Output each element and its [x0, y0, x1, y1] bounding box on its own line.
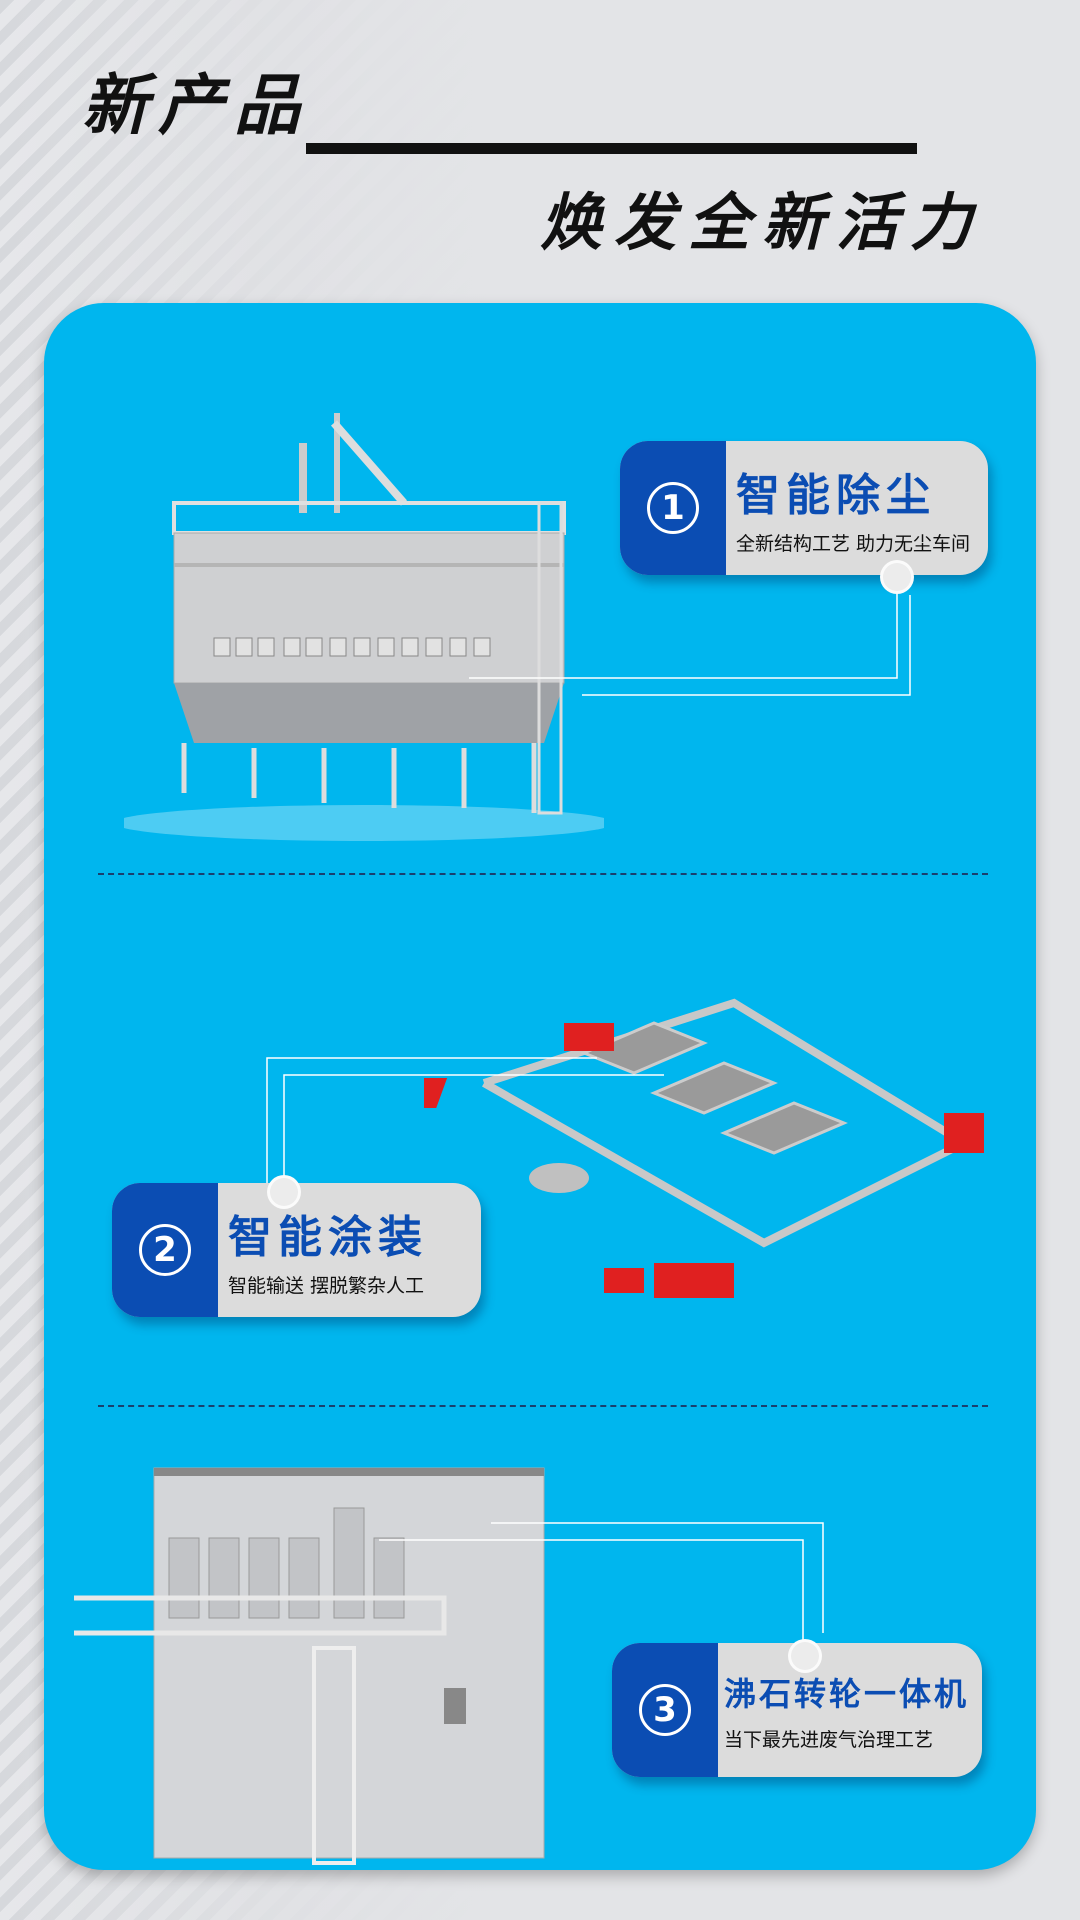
section-divider: [98, 873, 988, 875]
connector-dot: [880, 560, 914, 594]
connector-lines: [266, 593, 911, 1643]
page-title: 新产品: [82, 67, 310, 144]
number-badge: 2: [139, 1224, 191, 1276]
product-card-2[interactable]: 2 智能涂装智能输送 摆脱繁杂人工: [112, 1183, 481, 1317]
painting-line-image: [424, 998, 984, 1298]
product-desc: 全新结构工艺 助力无尘车间: [736, 533, 971, 555]
product-title: 沸石转轮一体机: [724, 1675, 970, 1713]
product-title: 智能涂装: [228, 1212, 428, 1263]
connector-dot: [267, 1175, 301, 1209]
dust-collector-image: [124, 413, 604, 841]
product-title: 智能除尘: [736, 470, 936, 521]
title-divider: [306, 143, 917, 154]
section-divider: [98, 1405, 988, 1407]
number-badge: 1: [647, 482, 699, 534]
connector-dot: [788, 1639, 822, 1673]
product-desc: 智能输送 摆脱繁杂人工: [228, 1275, 425, 1297]
zeolite-rotor-image: [74, 1467, 545, 1865]
number-badge: 3: [639, 1684, 691, 1736]
product-desc: 当下最先进废气治理工艺: [724, 1729, 934, 1751]
product-card-1[interactable]: 1 智能除尘全新结构工艺 助力无尘车间: [620, 441, 988, 575]
page-subtitle: 焕发全新活力: [540, 186, 985, 259]
